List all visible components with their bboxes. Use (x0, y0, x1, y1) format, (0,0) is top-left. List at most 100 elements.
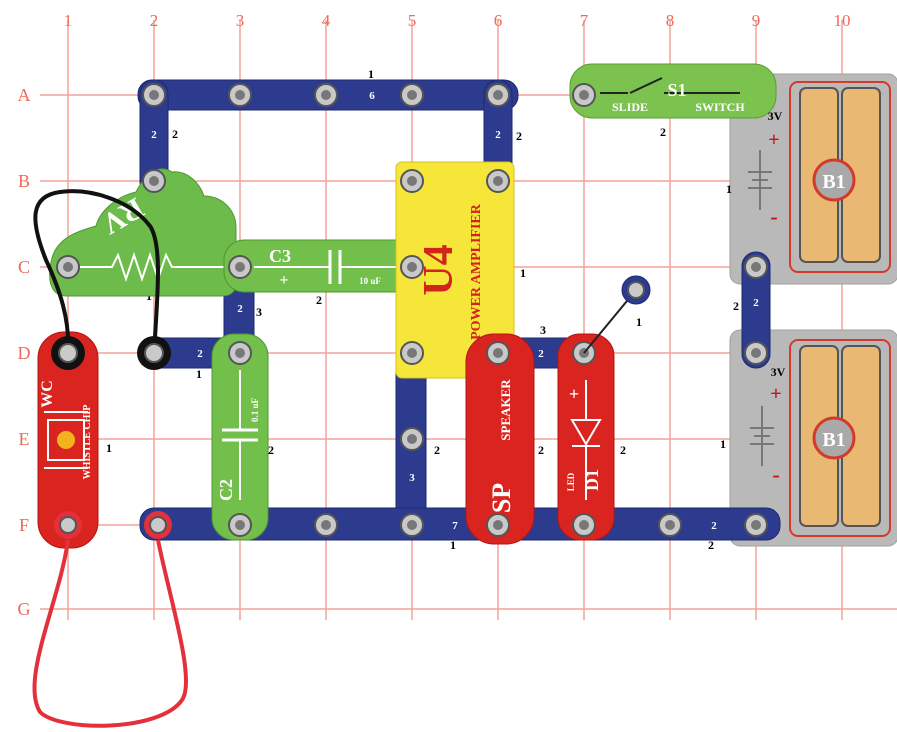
b1-top-voltage: 3V (768, 109, 783, 123)
wire-label: 2 (237, 303, 243, 315)
col-label: 4 (322, 11, 331, 30)
snap-post[interactable] (486, 513, 510, 537)
wire-count: 2 (434, 443, 440, 457)
wire-count: 1 (636, 315, 642, 329)
wire-f-row[interactable] (139, 507, 781, 541)
snap-post[interactable] (314, 513, 338, 537)
col-label: 5 (408, 11, 417, 30)
wire-label: 7 (452, 520, 458, 532)
wire-count: 1 (520, 266, 526, 280)
snap-post[interactable] (744, 341, 768, 365)
col-label: 10 (834, 11, 851, 30)
snap-post[interactable] (400, 169, 424, 193)
wire-count: 1 (196, 367, 202, 381)
c2-label: C2 (216, 479, 236, 501)
b1-top-plus: + (768, 129, 779, 151)
slide-switch-s1[interactable]: SLIDE S1 SWITCH (569, 63, 777, 119)
snap-post[interactable] (314, 83, 338, 107)
snap-post[interactable] (400, 513, 424, 537)
wire-label: 2 (538, 348, 544, 360)
battery-holder-top[interactable]: B1 3V + - 1 (726, 73, 897, 285)
snap-post[interactable] (400, 255, 424, 279)
wire-count: 2 (172, 127, 178, 141)
snap-post[interactable] (486, 83, 510, 107)
c3-plus: + (279, 272, 288, 289)
b1-top-label: B1 (822, 171, 845, 193)
wire-count: 2 (268, 443, 274, 457)
snap-post[interactable] (142, 83, 166, 107)
col-label: 8 (666, 11, 675, 30)
snap-post[interactable] (228, 341, 252, 365)
jumper-point-1[interactable] (583, 275, 651, 354)
wire-count: 2 (708, 538, 714, 552)
wire-count: 3 (540, 323, 546, 337)
wire-count: 2 (538, 443, 544, 457)
snap-post[interactable] (400, 83, 424, 107)
row-label: E (19, 429, 30, 449)
wire-count: 2 (620, 443, 626, 457)
wire-count: 2 (316, 293, 322, 307)
whistle-chip-wc[interactable]: WC WHISTLE CHIP (37, 331, 99, 549)
c3-value: 10 uF (359, 276, 381, 286)
b1-bottom-voltage: 3V (771, 365, 786, 379)
row-label: B (18, 171, 30, 191)
snap-post[interactable] (400, 341, 424, 365)
snap-post[interactable] (56, 255, 80, 279)
battery-holder-bottom[interactable]: B1 3V + - 1 (720, 329, 897, 547)
wire-count: 1 (368, 67, 374, 81)
row-label: C (18, 257, 30, 277)
snap-post[interactable] (572, 83, 596, 107)
row-label: G (18, 599, 31, 619)
col-label: 3 (236, 11, 245, 30)
snap-post[interactable] (400, 427, 424, 451)
u4-label: U4 (416, 244, 462, 295)
wire-label: 2 (495, 129, 501, 141)
snap-post[interactable] (142, 169, 166, 193)
snap-post[interactable] (572, 513, 596, 537)
red-jumper-wire[interactable] (32, 511, 189, 728)
snap-post[interactable] (228, 83, 252, 107)
capacitor-c2[interactable]: C2 0.1 uF (211, 333, 269, 541)
wire-count: 2 (733, 299, 739, 313)
wire-label: 2 (197, 348, 203, 360)
u4-name: POWER AMPLIFIER (469, 203, 484, 340)
d1-plus: + (569, 384, 579, 404)
black-jumper-wire[interactable] (33, 189, 171, 370)
wire-label: 6 (369, 90, 375, 102)
snap-post[interactable] (744, 255, 768, 279)
wire-label: 2 (151, 129, 157, 141)
b1-bottom-plus: + (770, 383, 781, 405)
b1-bottom-label: B1 (822, 429, 845, 451)
c3-label: C3 (269, 246, 291, 266)
power-amplifier-u4[interactable]: U4 POWER AMPLIFIER (395, 161, 515, 379)
snap-post[interactable] (658, 513, 682, 537)
snap-posts (56, 83, 768, 537)
b1-bottom-minus: - (772, 462, 779, 487)
snap-post[interactable] (486, 341, 510, 365)
wire-count: 1 (106, 441, 112, 455)
wire-label: 2 (711, 520, 717, 532)
wire-count: 2 (516, 129, 522, 143)
led-d1[interactable]: + D1 LED (557, 333, 615, 541)
snap-post[interactable] (228, 513, 252, 537)
snap-post[interactable] (744, 513, 768, 537)
wc-name: WHISTLE CHIP (82, 405, 93, 480)
sp-label: SP (487, 483, 516, 513)
wire-c9-d9[interactable] (741, 251, 771, 369)
d1-name: LED (566, 472, 576, 491)
s1-label: S1 (667, 80, 686, 100)
row-label: D (18, 343, 31, 363)
col-label: 9 (752, 11, 761, 30)
row-label: F (19, 515, 29, 535)
speaker-sp[interactable]: SP SPEAKER (465, 333, 535, 545)
snap-post[interactable] (228, 255, 252, 279)
variable-resistor-rv[interactable]: RV (49, 168, 237, 297)
wire-label: 3 (409, 472, 415, 484)
s1-left-label: SLIDE (612, 100, 648, 114)
snap-post[interactable] (486, 169, 510, 193)
wire-count: 3 (256, 305, 262, 319)
wire-count: 1 (720, 437, 726, 451)
wire-label: 2 (753, 297, 759, 309)
b1-top-minus: - (770, 204, 777, 229)
